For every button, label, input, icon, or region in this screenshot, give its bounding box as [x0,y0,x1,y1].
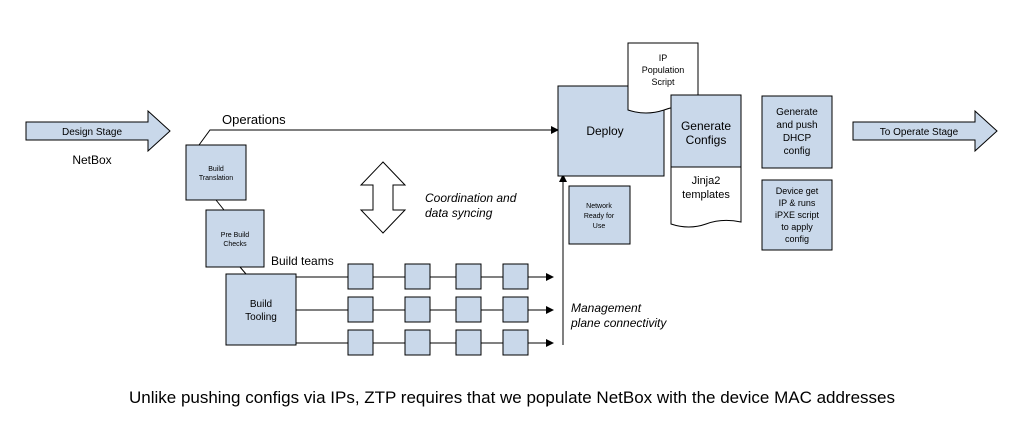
operations-connector [198,126,559,146]
operations-label: Operations [222,112,286,127]
build-tooling-line1: Build [250,299,272,310]
dhcp-line1: Generate [776,107,818,118]
coordination-line1: Coordination and [425,191,517,205]
build-translation-line1: Build [208,166,224,173]
pipeline-row-1 [296,263,554,290]
pipeline-step [502,263,529,290]
pipeline-step [502,329,529,356]
ip-population-line1: IP [659,53,668,63]
network-ready-line3: Use [593,223,606,230]
netbox-label: NetBox [72,153,111,167]
translation-to-checks-connector [215,199,225,211]
coordination-line2: data syncing [425,206,493,220]
pipeline-step [455,329,482,356]
generate-configs-line1: Generate [681,119,731,133]
network-ready-line1: Network [586,203,612,210]
device-get-ip-box [761,179,833,251]
design-stage-label: Design Stage [62,127,122,138]
deploy-label: Deploy [586,124,623,138]
device-line4: to apply [781,222,813,232]
to-operate-stage-arrow: To Operate Stage [852,109,998,153]
generate-configs-box [670,94,742,168]
coordination-double-arrow-icon [359,161,407,234]
pipeline-row-3 [296,329,554,356]
device-line5: config [785,234,809,244]
management-line1: Management [571,301,642,315]
pipeline-step [455,263,482,290]
build-tooling-line2: Tooling [245,312,277,323]
pre-build-checks-line2: Checks [223,241,247,248]
jinja2-line2: templates [682,189,730,201]
design-stage-arrow: Design Stage [25,109,171,153]
device-line3: iPXE script [775,210,820,220]
build-translation-line2: Translation [199,175,233,182]
pipeline-step [347,296,374,323]
pre-build-checks-box [205,209,265,268]
management-line2: plane connectivity [570,316,667,330]
pipeline-step [404,329,431,356]
generate-push-dhcp-box [761,95,833,169]
to-operate-stage-label: To Operate Stage [880,127,959,138]
build-teams-label: Build teams [271,254,334,268]
diagram-caption: Unlike pushing configs via IPs, ZTP requ… [128,388,895,407]
pre-build-checks-line1: Pre Build [221,232,250,239]
pipeline-step [404,263,431,290]
generate-configs-line2: Configs [686,133,727,147]
dhcp-line3: DHCP [783,133,812,144]
pipeline-step [347,329,374,356]
device-line1: Device get [776,186,819,196]
jinja2-line1: Jinja2 [692,175,721,187]
pipeline-step [404,296,431,323]
pipeline-step [347,263,374,290]
checks-to-tooling-connector [239,266,247,275]
device-line2: IP & runs [779,198,816,208]
ip-population-line2: Population [642,65,685,75]
pipeline-step [502,296,529,323]
dhcp-line2: and push [776,120,817,131]
dhcp-line4: config [784,146,811,157]
pipeline-row-2 [296,296,554,323]
network-ready-line2: Ready for [584,213,615,220]
jinja2-templates-document [670,166,742,228]
pipeline-step [455,296,482,323]
ip-population-line3: Script [651,77,675,87]
network-ready-box [568,185,631,245]
